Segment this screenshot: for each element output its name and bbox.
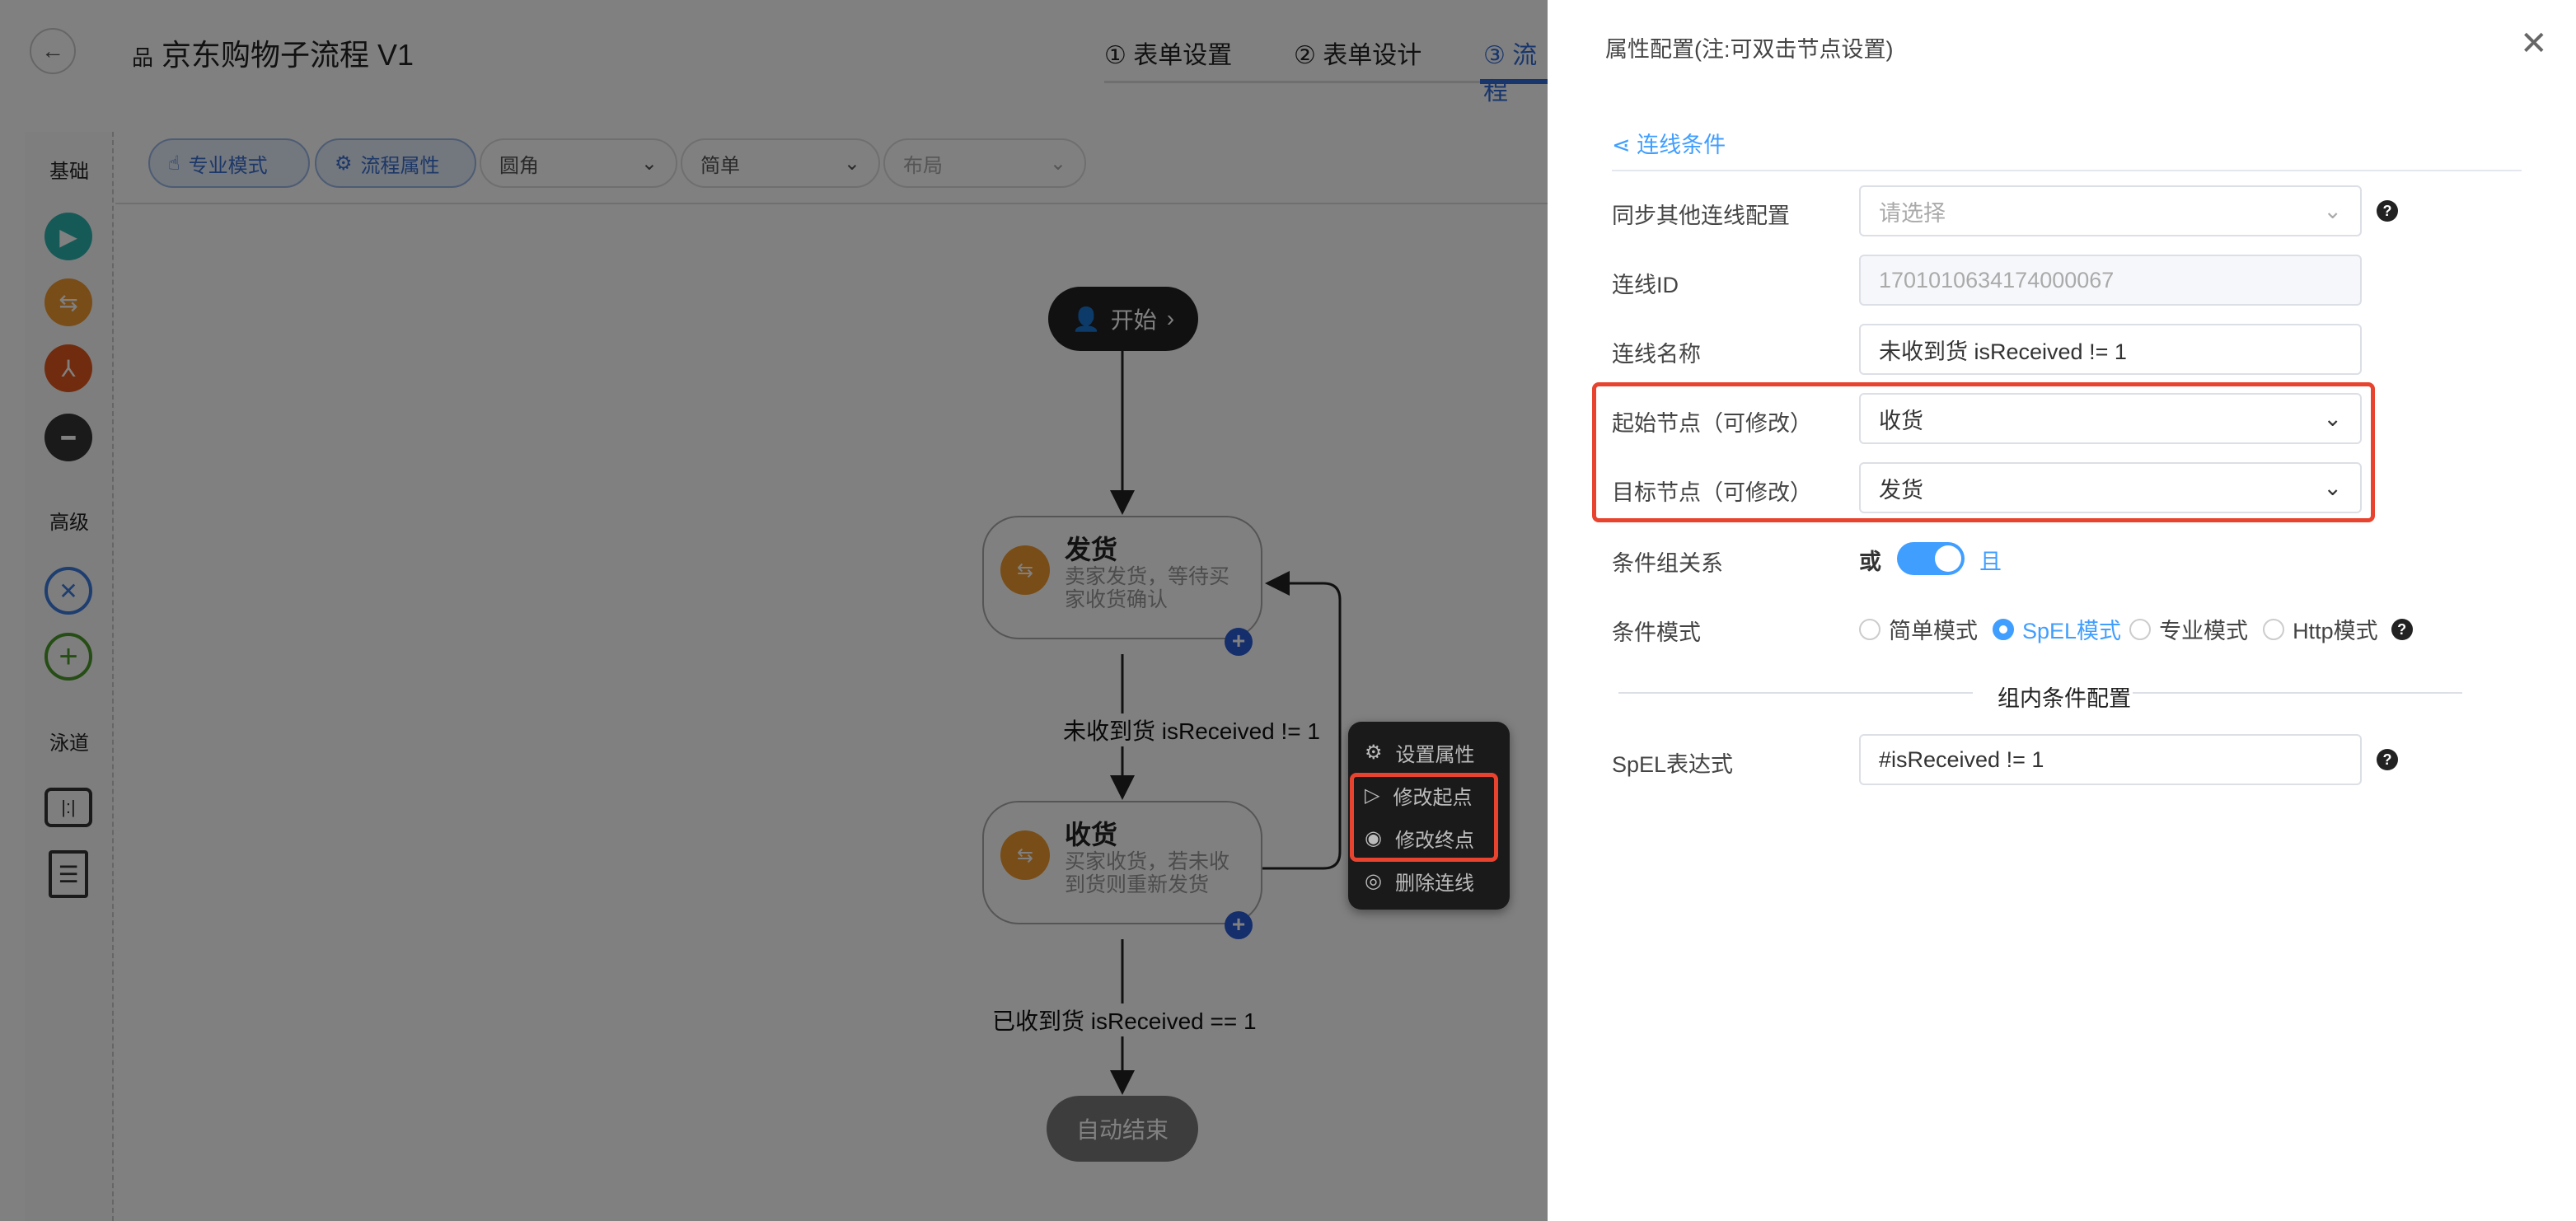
edge-id-field[interactable]: 1701010634174000067 [1859, 255, 2362, 306]
hand-icon: ☝ [168, 152, 180, 175]
chevron-down-icon: ⌄ [640, 152, 658, 175]
spel-expression-field[interactable]: #isReceived != 1 [1859, 734, 2362, 785]
target-node-select[interactable]: 发货⌄ [1859, 462, 2362, 513]
help-icon[interactable]: ? [2391, 618, 2413, 640]
source-label: 起始节点（可修改） [1612, 411, 1812, 436]
play-icon: ▷ [1365, 784, 1380, 807]
tab-divider [1612, 170, 2522, 171]
style-select[interactable]: 简单⌄ [681, 138, 880, 188]
user-icon: 👤 [1071, 306, 1101, 332]
tab-form-settings[interactable]: ① 表单设置 [1104, 42, 1233, 69]
horizontal-lane-icon[interactable]: |:| [44, 788, 92, 827]
flow-canvas[interactable] [115, 203, 1548, 1221]
vertical-lane-icon[interactable]: ☰ [49, 850, 88, 898]
help-icon[interactable]: ? [2377, 200, 2398, 222]
node-palette: 基础 ▶ ⇆ ⅄ ━ 高级 ✕ + 泳道 |:| ☰ [25, 132, 114, 1221]
gear-icon: ⚙ [335, 152, 353, 175]
gateway-node-icon[interactable]: ⅄ [44, 344, 92, 392]
group-relation-toggle[interactable] [1897, 542, 1965, 575]
edge-label-loop[interactable]: 未收到货 isReceived != 1 [1063, 713, 1320, 746]
name-label: 连线名称 [1612, 342, 1701, 367]
tab-form-design[interactable]: ② 表单设计 [1294, 42, 1422, 69]
exclusive-gateway-icon[interactable]: ✕ [44, 567, 92, 615]
help-icon[interactable]: ? [2377, 749, 2398, 770]
add-node-button[interactable]: + [1225, 911, 1253, 939]
highlight-box [1350, 773, 1498, 862]
section-advanced: 高级 [49, 512, 89, 534]
flow-properties-button[interactable]: ⚙流程属性 [315, 138, 476, 188]
chevron-down-icon: ⌄ [1049, 152, 1066, 175]
task-node-icon[interactable]: ⇆ [44, 278, 92, 326]
chevron-right-icon: › [1166, 306, 1175, 331]
edge-name-field[interactable]: 未收到货 isReceived != 1 [1859, 324, 2362, 375]
condition-mode-radio-group: 简单模式 SpEL模式 专业模式 Http模式 ? [1859, 613, 2413, 645]
radio-http[interactable] [2263, 618, 2285, 640]
task-icon: ⇆ [1000, 830, 1050, 880]
drawer-title: 属性配置(注:可双击节点设置) [1605, 37, 1894, 62]
start-node[interactable]: 👤开始› [1048, 287, 1198, 351]
menu-item-set-properties[interactable]: ⚙设置属性 [1365, 741, 1475, 766]
edge-loop [1262, 571, 1342, 870]
share-icon: ⋖ [1612, 133, 1637, 157]
pro-mode-button[interactable]: ☝专业模式 [148, 138, 310, 188]
corner-select[interactable]: 圆角⌄ [480, 138, 677, 188]
divider [1618, 692, 1973, 694]
circle-icon: ◉ [1365, 827, 1382, 849]
chevron-down-icon: ⌄ [2323, 475, 2342, 500]
highlight-box [1592, 382, 2375, 522]
sync-label: 同步其他连线配置 [1612, 204, 1790, 228]
task-icon: ⇆ [1000, 545, 1050, 595]
mode-label: 条件模式 [1612, 620, 1701, 645]
group-or-label: 或 [1859, 550, 1881, 574]
radio-pro[interactable] [2129, 618, 2152, 640]
chevron-down-icon: ⌄ [2323, 405, 2342, 431]
edge-label-done[interactable]: 已收到货 isReceived == 1 [992, 1003, 1257, 1036]
spel-label: SpEL表达式 [1612, 752, 1734, 777]
radio-simple[interactable] [1859, 618, 1880, 640]
tab-underline [1104, 81, 1548, 83]
flow-designer: ← 品京东购物子流程 V1 ① 表单设置 ② 表单设计 ③ 流程 基础 ▶ ⇆ … [0, 0, 1548, 1221]
target-label: 目标节点（可修改） [1612, 480, 1812, 505]
flow-edges [1110, 349, 1342, 1095]
chevron-down-icon: ⌄ [843, 152, 860, 175]
end-node-icon[interactable]: ━ [44, 414, 92, 461]
id-label: 连线ID [1612, 273, 1679, 297]
task-node-receive[interactable]: ⇆ 收货 买家收货，若未收到货则重新发货 [982, 801, 1262, 924]
tab-edge-condition[interactable]: ⋖ 连线条件 [1612, 133, 1726, 157]
group-label: 条件组关系 [1612, 551, 1723, 576]
source-node-select[interactable]: 收货⌄ [1859, 393, 2362, 444]
edge-context-menu: ⚙设置属性 ▷修改起点 ◉修改终点 ◎删除连线 [1348, 722, 1510, 910]
parallel-gateway-icon[interactable]: + [44, 633, 92, 681]
eye-off-icon: ◎ [1365, 870, 1382, 892]
end-node[interactable]: 自动结束 [1047, 1096, 1198, 1162]
section-basic: 基础 [49, 161, 89, 183]
sync-select[interactable]: 请选择⌄ [1859, 185, 2362, 236]
task-node-ship[interactable]: ⇆ 发货 卖家发货，等待买家收货确认 [982, 516, 1262, 639]
tab-active-indicator [1480, 79, 1548, 84]
back-button[interactable]: ← [30, 28, 76, 74]
properties-drawer: 属性配置(注:可双击节点设置) ✕ ⋖ 连线条件 同步其他连线配置 请选择⌄ ?… [1548, 0, 2576, 1221]
menu-item-change-target[interactable]: ◉修改终点 [1365, 827, 1474, 852]
section-title: 组内条件配置 [1998, 686, 2131, 711]
start-node-icon[interactable]: ▶ [44, 213, 92, 260]
gear-icon: ⚙ [1365, 741, 1383, 764]
page-title: 品京东购物子流程 V1 [132, 38, 415, 72]
add-node-button[interactable]: + [1225, 628, 1253, 656]
menu-item-delete-edge[interactable]: ◎删除连线 [1365, 870, 1474, 895]
group-and-label: 且 [1979, 550, 2002, 574]
chevron-down-icon: ⌄ [2323, 198, 2342, 223]
layout-select[interactable]: 布局⌄ [883, 138, 1086, 188]
divider [2133, 692, 2462, 694]
radio-spel[interactable] [1993, 618, 2014, 640]
section-lane: 泳道 [49, 732, 89, 755]
org-chart-icon: 品 [132, 45, 154, 70]
tab-flow[interactable]: ③ 流程 [1483, 42, 1538, 105]
menu-item-change-source[interactable]: ▷修改起点 [1365, 784, 1473, 809]
close-icon[interactable]: ✕ [2520, 26, 2548, 62]
